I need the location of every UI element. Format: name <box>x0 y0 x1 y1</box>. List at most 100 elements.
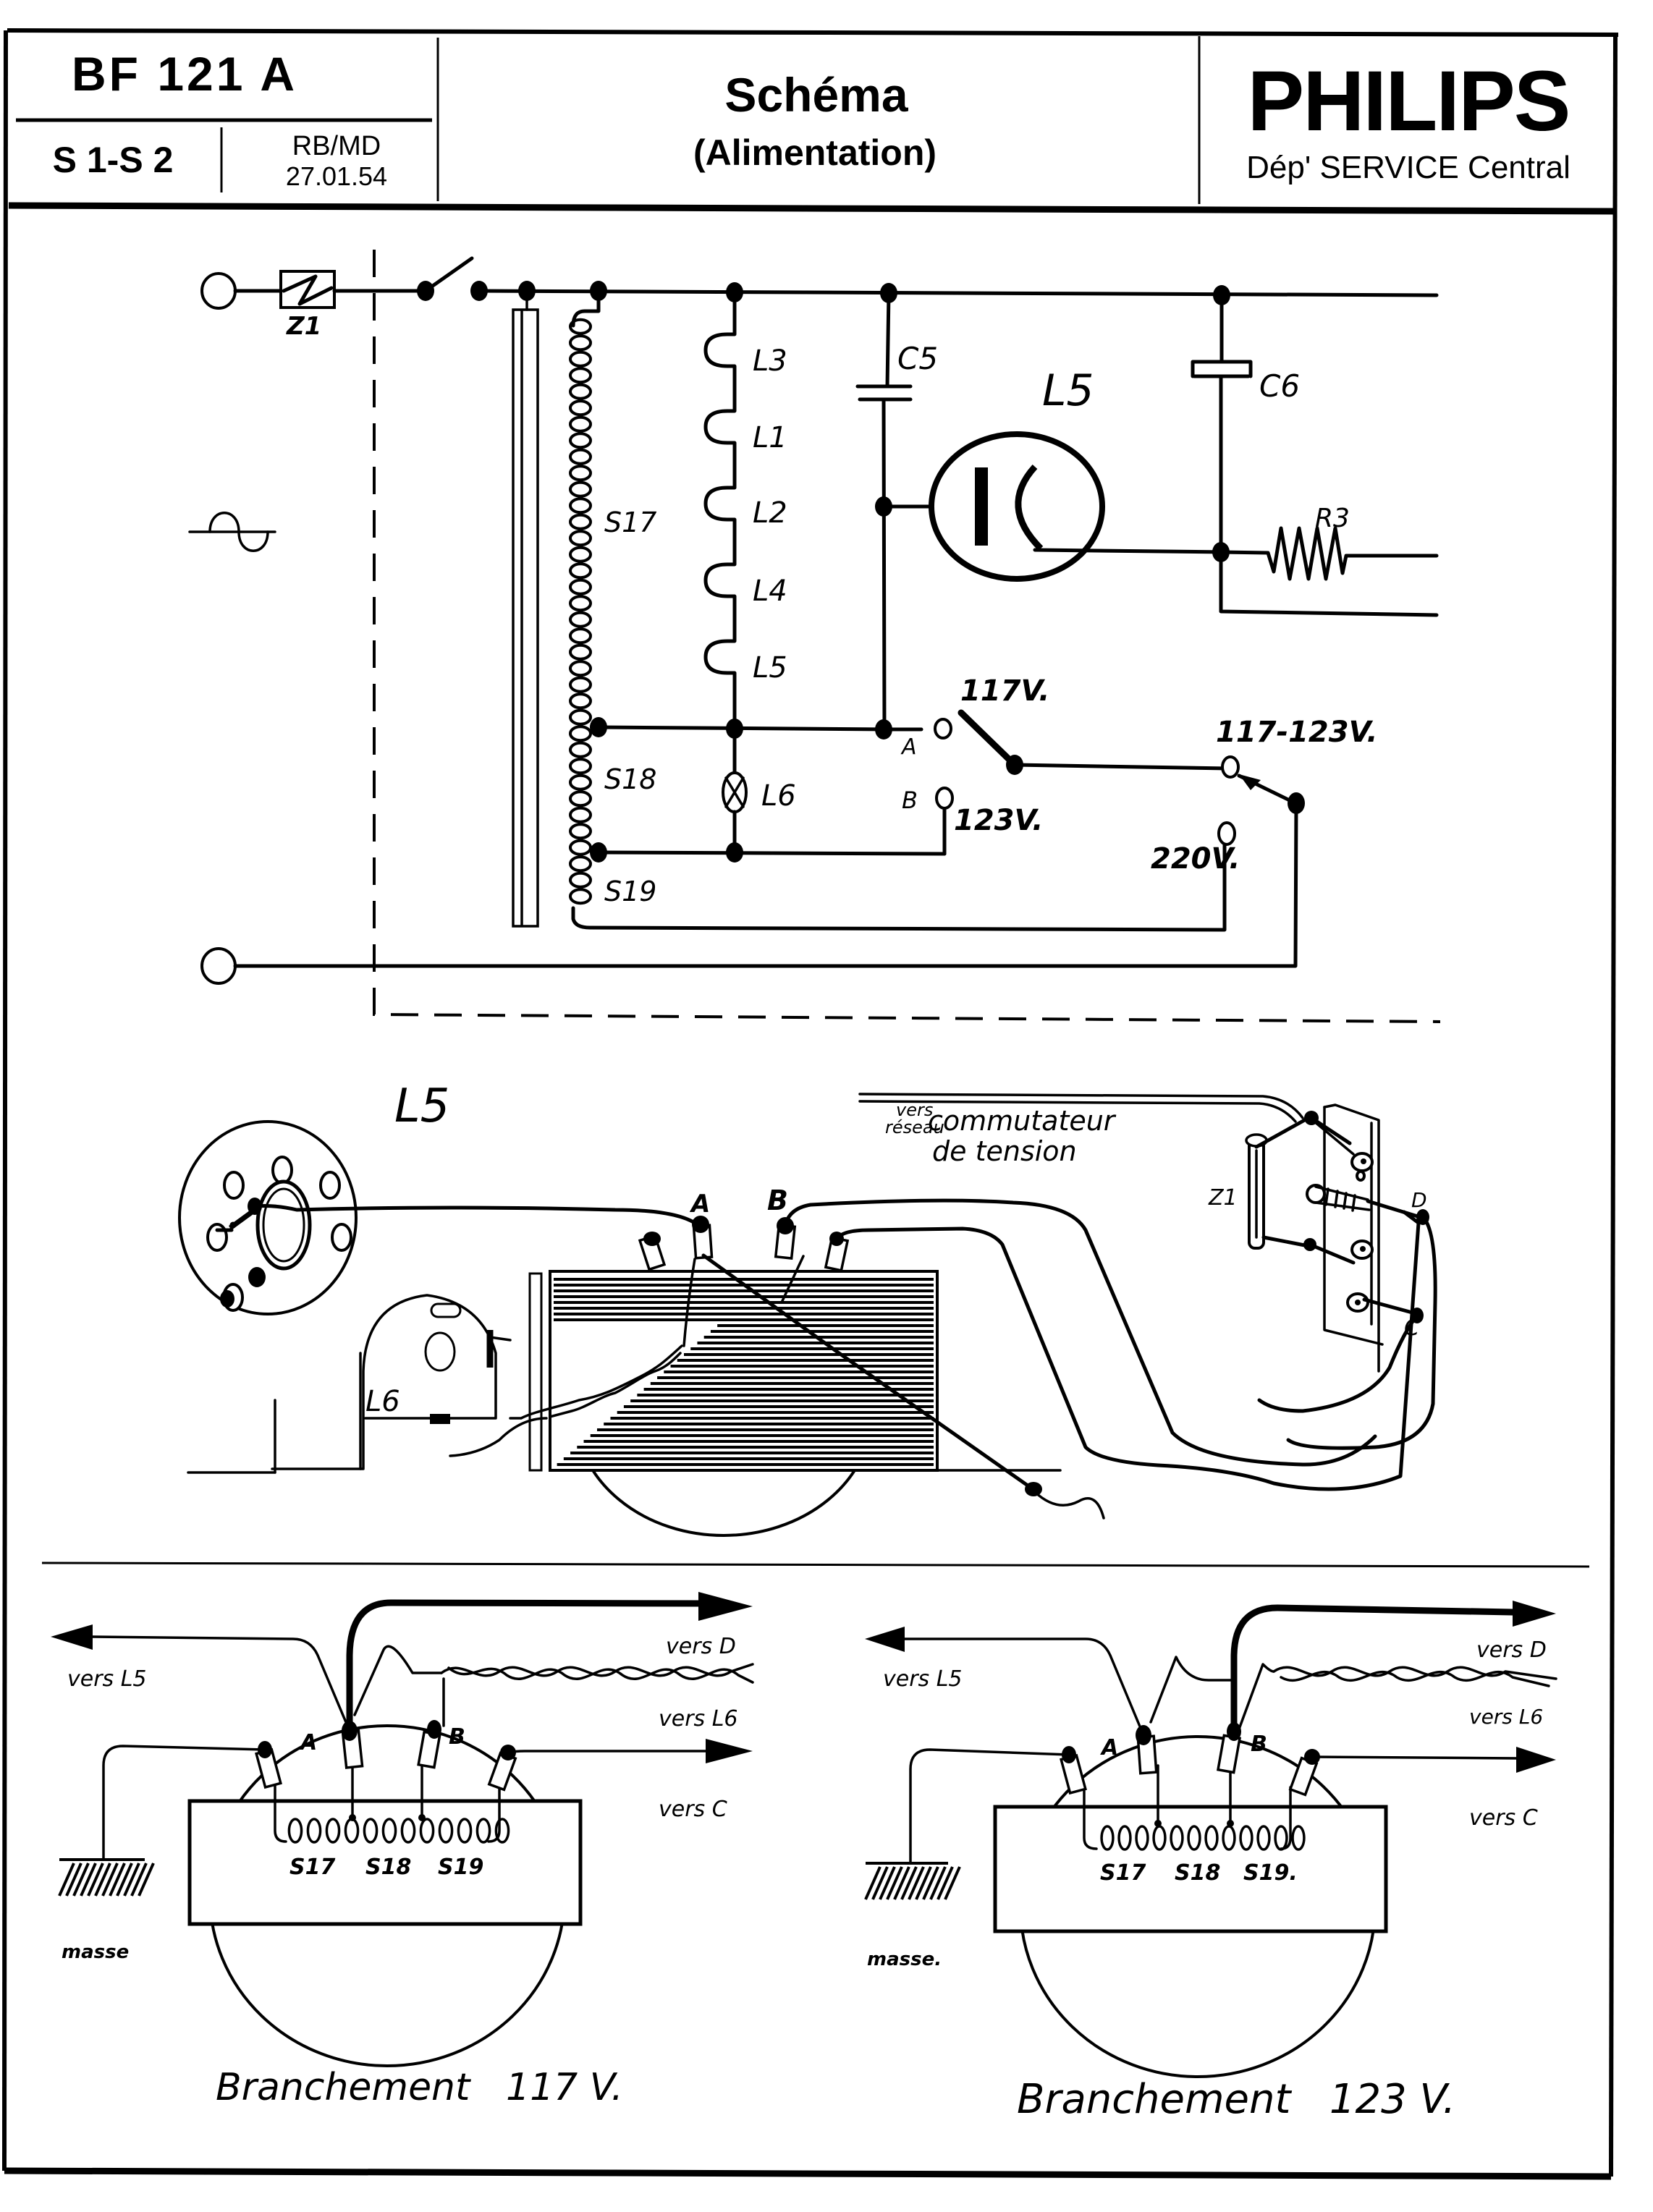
coil-turn <box>457 1818 473 1844</box>
pilot-lamp-l6 <box>722 726 748 855</box>
ground-hatch-line <box>109 1863 126 1897</box>
coil-turn <box>381 1818 397 1844</box>
winding-label-s18: S18 <box>604 763 656 795</box>
winding-label-s17: S17 <box>1100 1860 1146 1886</box>
drawing-date: 27.01.54 <box>286 161 387 191</box>
winding-label-s18: S18 <box>1175 1860 1220 1886</box>
lug-b <box>417 1720 441 1769</box>
winding-turn <box>569 530 592 547</box>
coil-turn <box>1187 1825 1201 1851</box>
winding-turn <box>569 383 592 400</box>
to-l5-label: vers L5 <box>67 1666 147 1692</box>
to-c-label: vers C <box>1469 1805 1538 1831</box>
ground-hatch-line <box>80 1863 97 1897</box>
to-l5-label: vers L5 <box>883 1666 963 1692</box>
coil-turn <box>419 1818 435 1844</box>
winding-turn <box>569 562 592 580</box>
winding-turn <box>569 611 592 628</box>
fuse-cartridge-z1 <box>1245 1116 1311 1250</box>
winding-turn <box>569 350 592 368</box>
to-l6-label: vers L6 <box>659 1706 738 1732</box>
ground-label: masse <box>62 1941 129 1963</box>
winding-turn <box>569 839 592 856</box>
ground-label: masse. <box>867 1949 942 1970</box>
filament-label-l5: L5 <box>753 651 787 685</box>
power-supply-schematic: Z1 S17 S18 S19 <box>188 250 1441 1023</box>
ground-hatch-line <box>879 1866 896 1900</box>
lug-ground <box>1060 1746 1087 1795</box>
mains-label-line1: vers <box>896 1100 933 1120</box>
winding-turn <box>569 432 592 449</box>
rectifier-tube-label: L5 <box>1042 365 1094 416</box>
chassis-boundary <box>373 250 1441 1023</box>
to-c-label: vers C <box>659 1797 727 1822</box>
sheet-subtitle: (Alimentation) <box>693 132 937 173</box>
arrow-right-icon <box>706 1739 753 1763</box>
winding-turn <box>569 774 592 791</box>
filament-label-l2: L2 <box>753 496 787 530</box>
coil-turn <box>325 1818 341 1844</box>
lug-label-a: A <box>689 1190 710 1219</box>
ground-hatch-line <box>922 1866 939 1900</box>
selector-screw <box>1306 1184 1371 1212</box>
ground-hatch-line <box>138 1863 155 1897</box>
winding-turn <box>569 367 592 384</box>
mains-switch <box>417 256 488 301</box>
capacitor-label-c6: C6 <box>1259 368 1300 404</box>
winding-turn <box>569 676 592 693</box>
to-d-label: vers D <box>1476 1637 1547 1663</box>
winding-turn <box>569 692 592 710</box>
coil-turn <box>438 1818 454 1844</box>
department-label: Dép' SERVICE Central <box>1246 150 1570 185</box>
coil-turn <box>1170 1825 1184 1851</box>
winding-turn <box>569 513 592 530</box>
transformer-lug-1 <box>638 1232 667 1271</box>
winding-turn <box>569 318 592 335</box>
filament-chain <box>703 290 737 731</box>
ground-hatch-line <box>929 1866 947 1900</box>
page-frame <box>2 28 1619 2180</box>
lamp-socket-l6 <box>187 1294 497 1474</box>
winding-turn <box>569 480 592 498</box>
winding-label-s19: S19. <box>1243 1860 1298 1886</box>
ground-hatch-line <box>116 1863 133 1897</box>
coil-turn <box>1239 1825 1254 1851</box>
filament-label-l4: L4 <box>753 575 787 608</box>
winding-turn <box>569 823 592 840</box>
fuse-label: Z1 <box>286 312 321 341</box>
winding-turn <box>569 497 592 514</box>
winding-turn <box>569 741 592 758</box>
coil-turn <box>1291 1825 1306 1851</box>
ground-symbol <box>864 1862 961 1900</box>
winding-turn <box>569 448 592 465</box>
winding-turn <box>569 660 592 677</box>
coil-turn <box>306 1818 322 1844</box>
ground-hatch-line <box>87 1863 104 1897</box>
coil-turn <box>1135 1825 1149 1851</box>
ground-hatch-line <box>130 1863 148 1897</box>
winding-turn <box>569 708 592 726</box>
mains-label-line2: réseau <box>885 1117 944 1137</box>
sheet-range: S 1-S 2 <box>53 140 174 180</box>
selector-contact-123v <box>935 787 954 810</box>
winding-turn <box>569 578 592 596</box>
selector-label-117-123v: 117-123V. <box>1216 716 1378 749</box>
ground-hatch-line <box>58 1863 75 1897</box>
winding-turn <box>569 725 592 742</box>
selector-contact-117-123v <box>1221 755 1240 779</box>
lug-c <box>1288 1749 1320 1797</box>
lamination-stack <box>554 1278 934 1466</box>
winding-label-s19: S19 <box>604 876 656 907</box>
resistor-label-r3: R3 <box>1315 504 1350 533</box>
lug-label-b: B <box>1251 1732 1267 1757</box>
ground-hatch-line <box>937 1866 954 1900</box>
wiring-illustration: L5 <box>178 1080 1437 1537</box>
connection-caption: Branchement 117 V. <box>216 2066 623 2109</box>
arrow-left-icon <box>51 1624 93 1650</box>
winding-turn <box>569 758 592 775</box>
connection-diagram-123v: A B S17 S18 S19. masse. vers L5 vers D v… <box>864 1601 1557 2123</box>
mains-terminal-bottom <box>200 947 237 985</box>
winding-turn <box>569 627 592 645</box>
lug-label-b: B <box>449 1724 465 1750</box>
transformer-winding <box>569 290 601 905</box>
